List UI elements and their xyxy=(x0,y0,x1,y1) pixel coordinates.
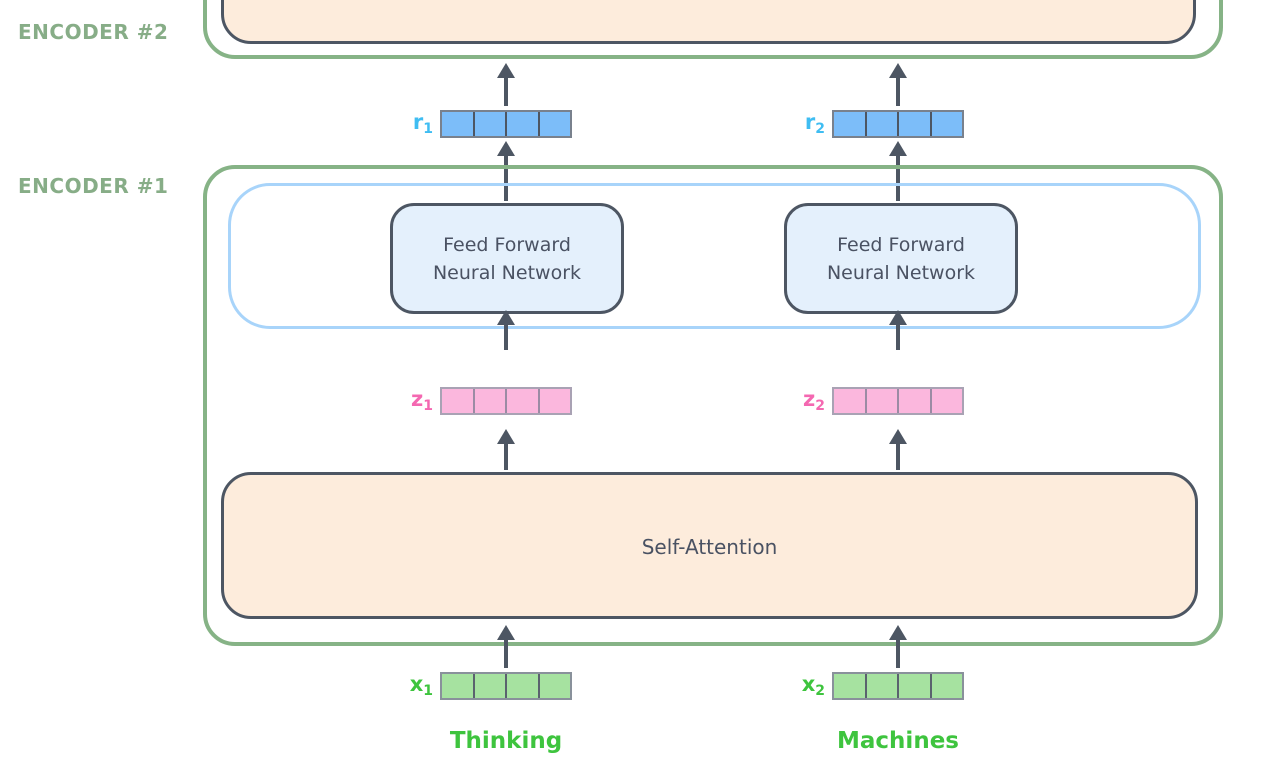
vector-cell xyxy=(472,389,505,413)
vector-cell xyxy=(537,389,570,413)
ffnn-label-line2: Neural Network xyxy=(826,261,976,284)
arrow-up xyxy=(889,310,907,350)
vector-cell xyxy=(929,112,962,136)
vector-cell xyxy=(864,674,897,698)
vector-cell xyxy=(442,389,473,413)
r1-vector xyxy=(440,110,572,138)
arrow-up xyxy=(497,141,515,201)
encoder-2-self-attention-box xyxy=(221,0,1196,44)
vector-cell xyxy=(864,112,897,136)
token-machines: Machines xyxy=(837,728,959,754)
z1-label: z1 xyxy=(411,387,433,414)
arrow-up xyxy=(497,429,515,470)
r2-vector xyxy=(832,110,964,138)
vector-cell xyxy=(864,389,897,413)
vector-cell xyxy=(929,674,962,698)
vector-cell xyxy=(929,389,962,413)
vector-cell xyxy=(897,389,930,413)
x1-vector xyxy=(440,672,572,700)
z2-label: z2 xyxy=(803,387,825,414)
r2-label: r2 xyxy=(804,110,825,137)
arrow-up xyxy=(497,625,515,668)
encoder-1-box xyxy=(203,165,1223,646)
vector-cell xyxy=(442,112,473,136)
arrow-up xyxy=(497,63,515,106)
token-thinking: Thinking xyxy=(449,728,563,754)
vector-cell xyxy=(505,389,538,413)
vector-cell xyxy=(834,112,865,136)
encoder-2-label: ENCODER #2 xyxy=(18,20,169,44)
arrow-up xyxy=(889,141,907,201)
vector-cell xyxy=(505,112,538,136)
ffnn-label-line1: Feed Forward xyxy=(837,233,965,256)
ffnn-label-line2: Neural Network xyxy=(432,261,582,284)
x2-label: x2 xyxy=(801,672,825,699)
self-attention-box: Self-Attention xyxy=(221,472,1198,619)
vector-cell xyxy=(897,674,930,698)
vector-cell xyxy=(472,674,505,698)
vector-cell xyxy=(442,674,473,698)
ffnn-box-2: Feed Forward Neural Network xyxy=(784,203,1018,314)
vector-cell xyxy=(505,674,538,698)
encoder-1-label: ENCODER #1 xyxy=(18,174,169,198)
arrow-up xyxy=(889,429,907,470)
vector-cell xyxy=(537,112,570,136)
vector-cell xyxy=(834,674,865,698)
vector-cell xyxy=(834,389,865,413)
vector-cell xyxy=(472,112,505,136)
arrow-up xyxy=(889,63,907,106)
encoder-2-box xyxy=(203,0,1223,59)
ffnn-layer-container xyxy=(228,183,1201,329)
arrow-up xyxy=(889,625,907,668)
x1-label: x1 xyxy=(409,672,433,699)
r1-label: r1 xyxy=(412,110,433,137)
z2-vector xyxy=(832,387,964,415)
vector-cell xyxy=(897,112,930,136)
ffnn-box-1: Feed Forward Neural Network xyxy=(390,203,624,314)
x2-vector xyxy=(832,672,964,700)
vector-cell xyxy=(537,674,570,698)
z1-vector xyxy=(440,387,572,415)
self-attention-label: Self-Attention xyxy=(641,535,778,559)
arrow-up xyxy=(497,310,515,350)
ffnn-label-line1: Feed Forward xyxy=(443,233,571,256)
